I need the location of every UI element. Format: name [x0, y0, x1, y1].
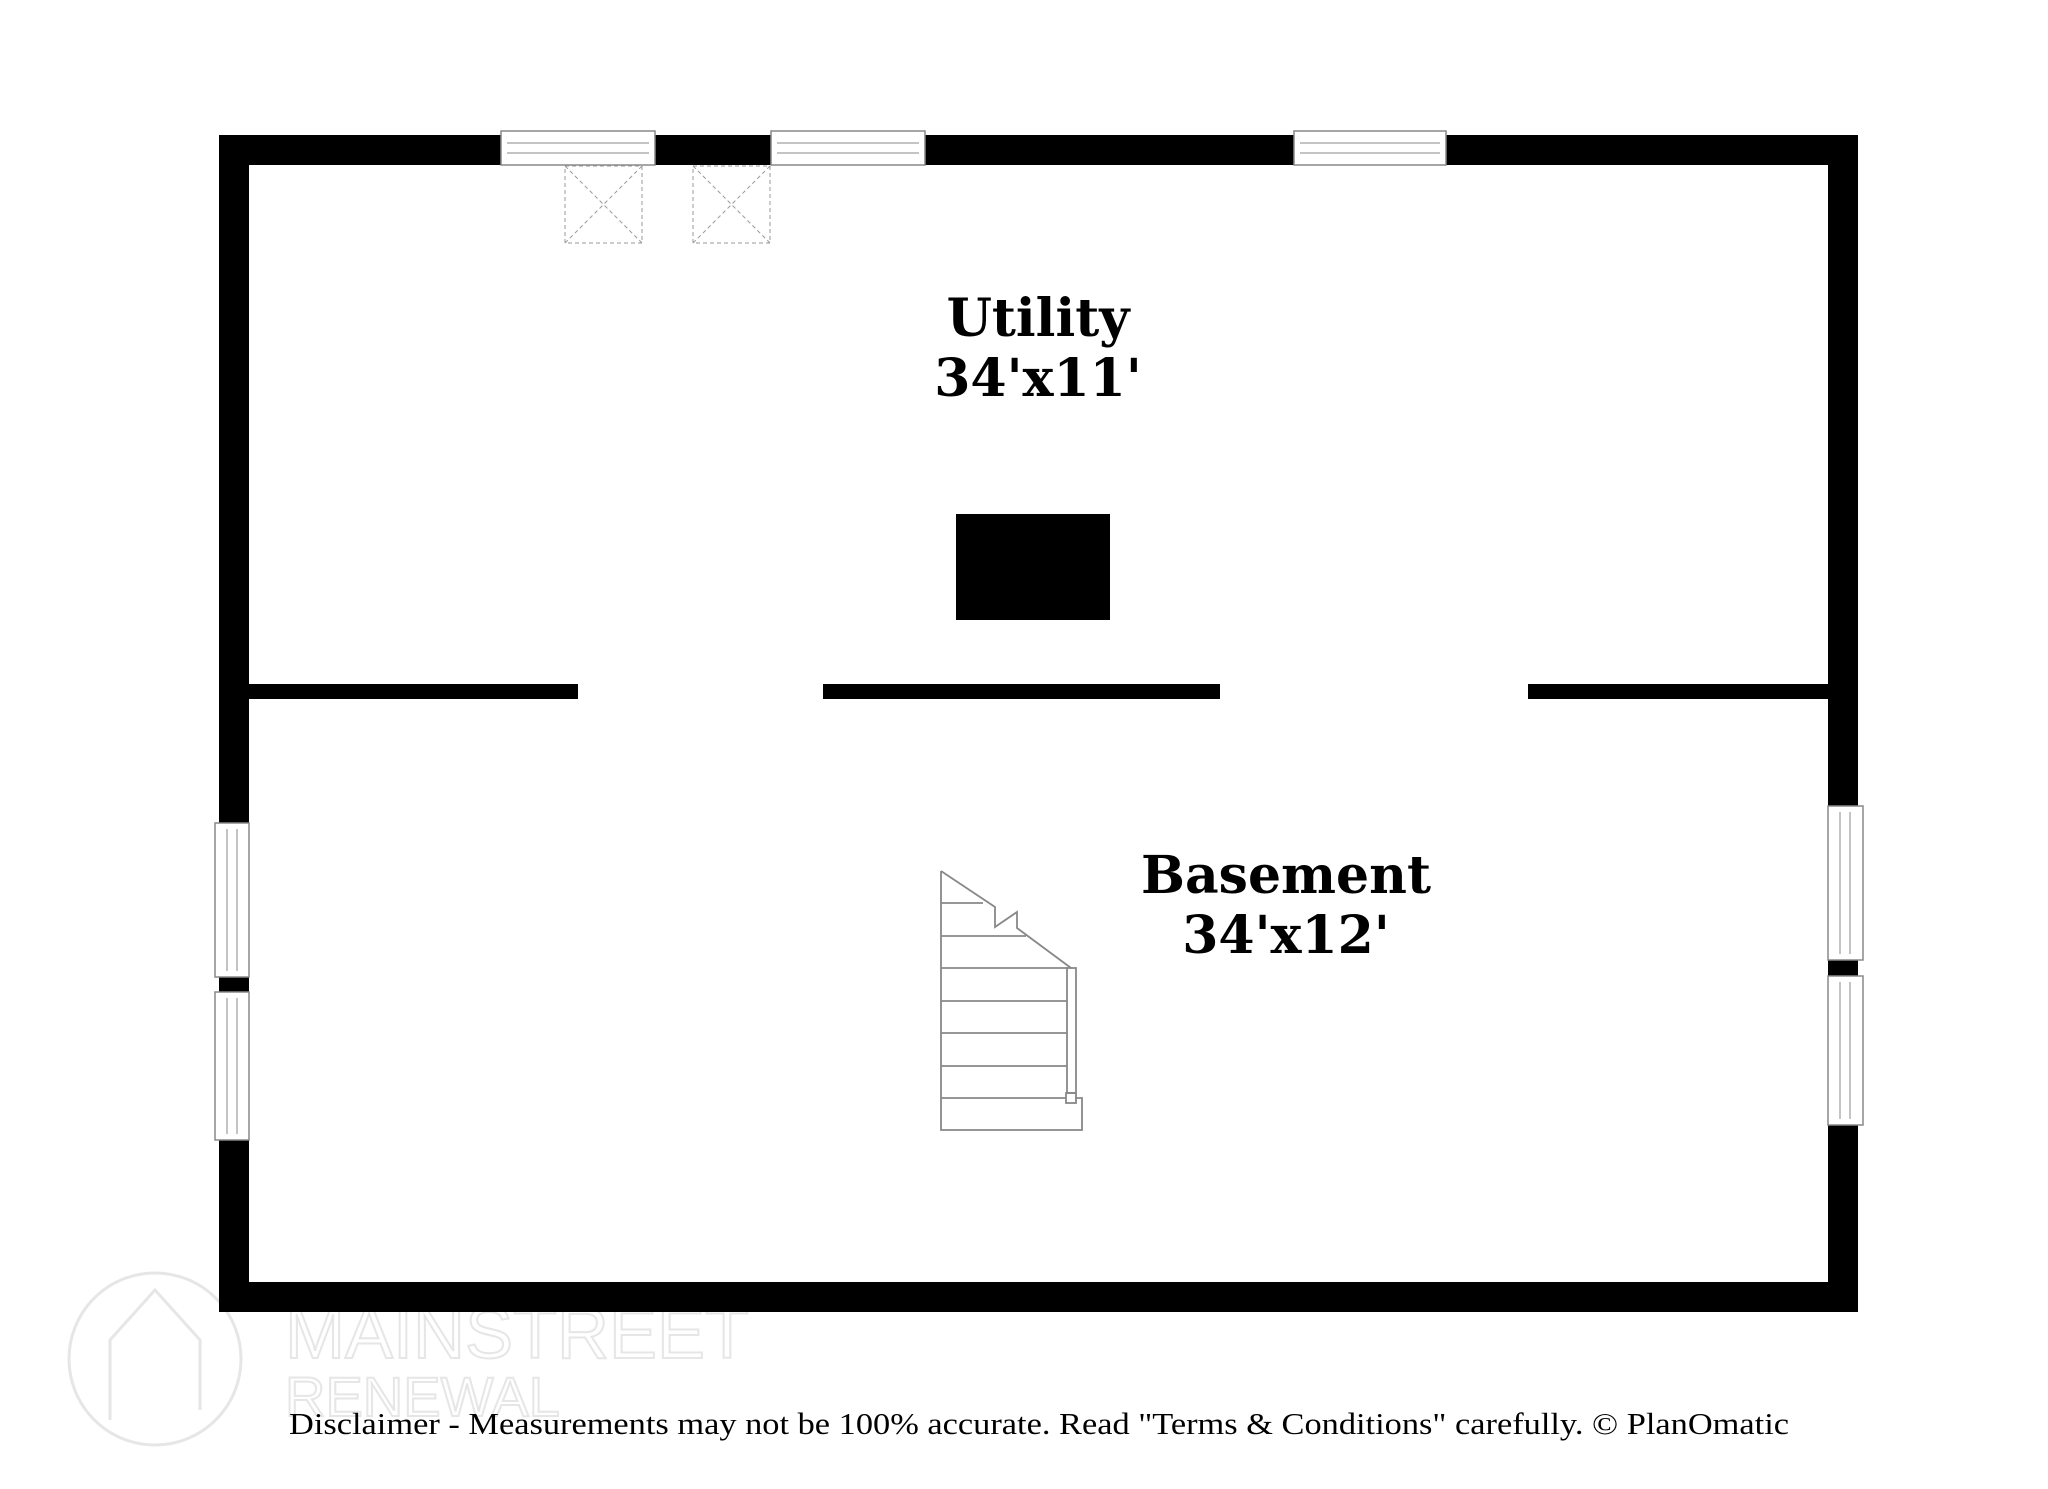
watermark-line2: RENEWAL — [285, 1365, 560, 1428]
staircase — [940, 870, 1083, 1131]
window-top-3 — [1293, 130, 1447, 166]
window-right-1 — [1827, 805, 1864, 961]
disclaimer: Disclaimer - Measurements may not be 100… — [289, 1406, 1789, 1441]
room-dimensions-basement: 34'x12' — [1182, 905, 1390, 966]
window-right-2 — [1827, 975, 1864, 1126]
room-name-basement: Basement — [1141, 845, 1431, 906]
interior-wall — [249, 684, 1829, 699]
chimney — [956, 514, 1110, 620]
room-name-utility: Utility — [947, 288, 1132, 349]
window-left-1 — [214, 822, 250, 978]
window-left-2 — [214, 991, 250, 1141]
fixture-box-1 — [564, 165, 643, 244]
window-top-1 — [500, 130, 656, 166]
window-top-2 — [770, 130, 926, 166]
room-dimensions-utility: 34'x11' — [934, 348, 1142, 409]
fixture-box-2 — [692, 165, 771, 244]
